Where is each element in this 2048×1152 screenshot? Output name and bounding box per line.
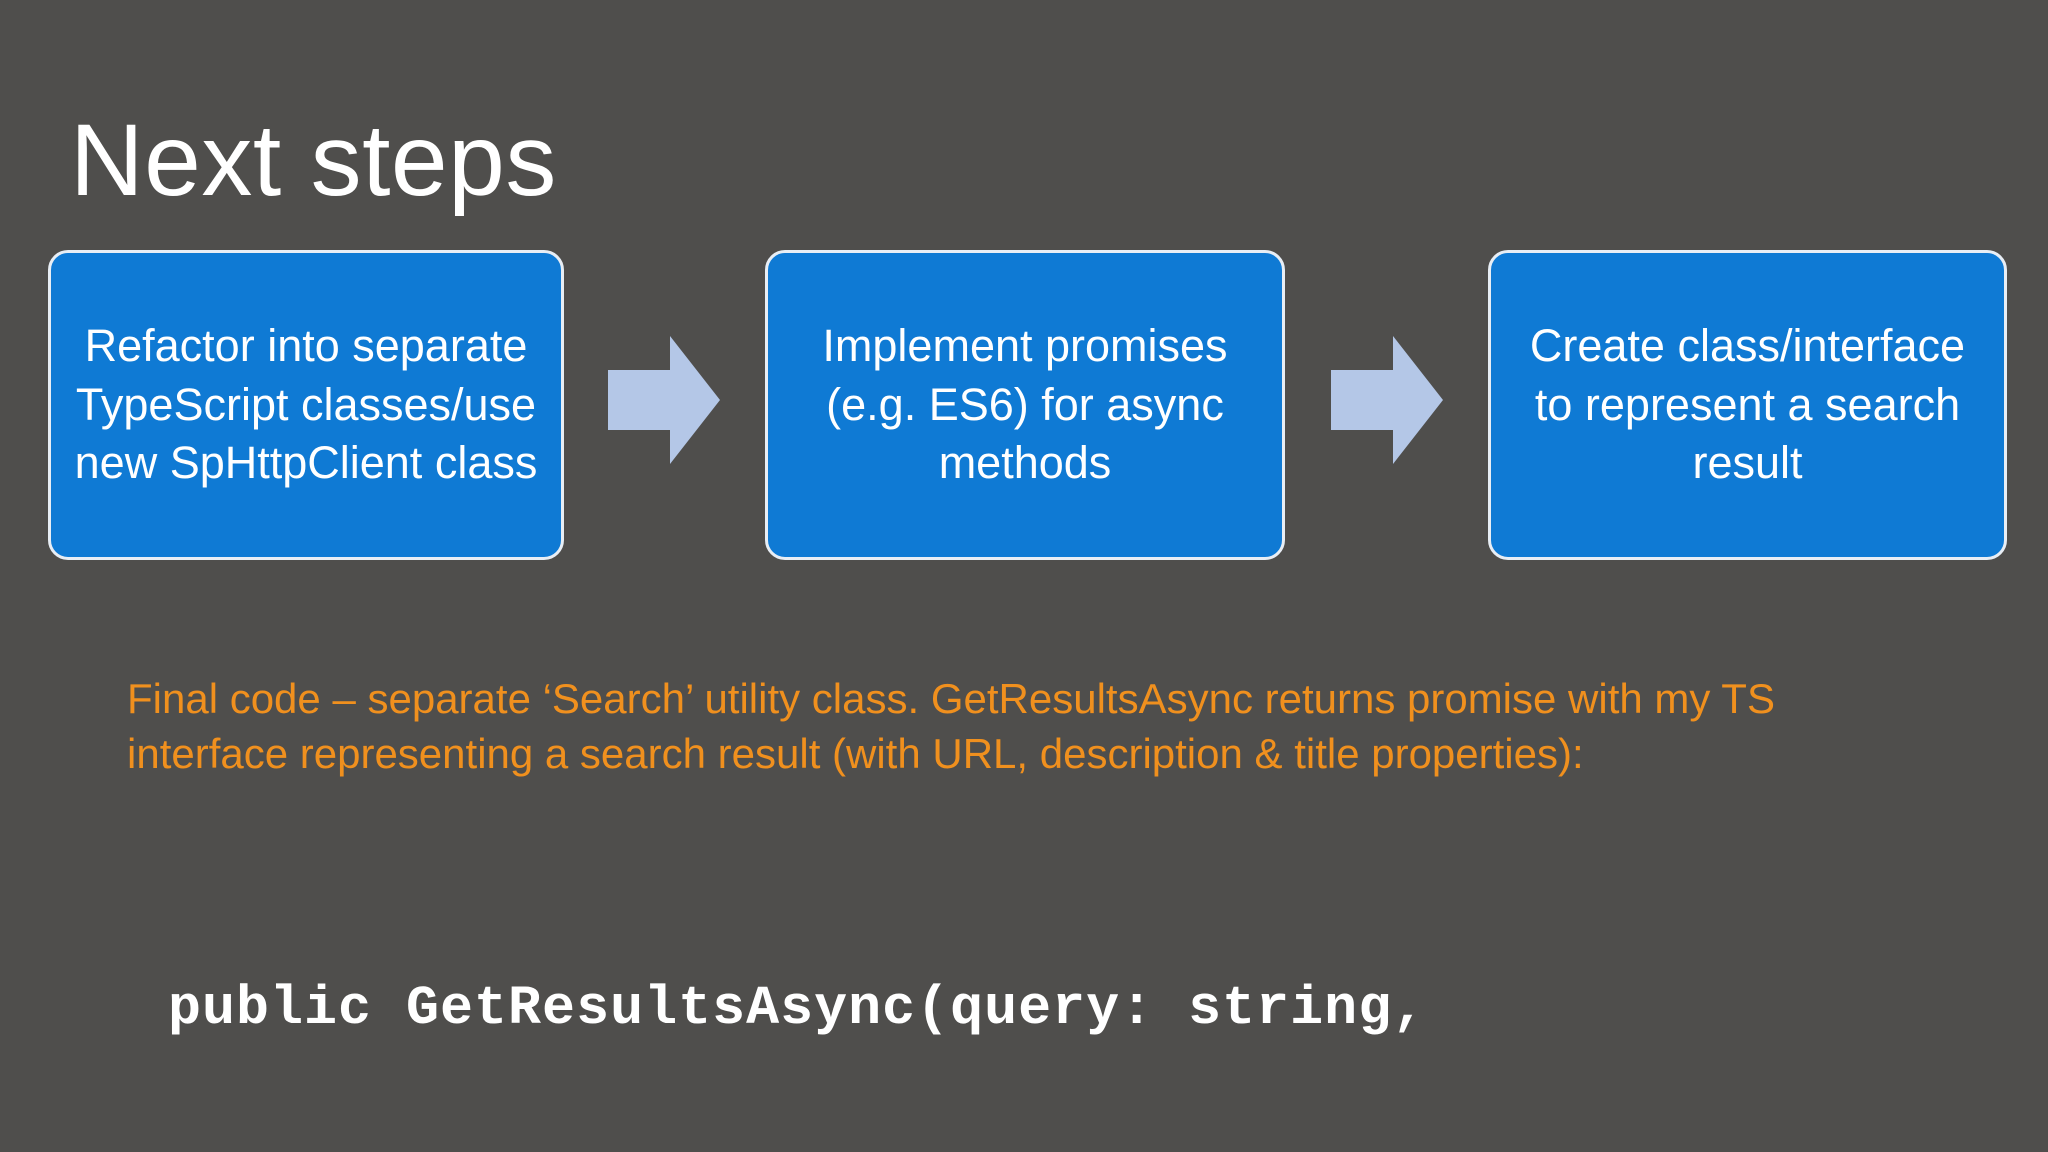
- flow-step-1-label: Refactor into separate TypeScript classe…: [74, 320, 538, 489]
- right-arrow-icon: [608, 336, 720, 464]
- flow-step-2[interactable]: Implement promises (e.g. ES6) for async …: [765, 250, 1285, 560]
- flow-step-1[interactable]: Refactor into separate TypeScript classe…: [48, 250, 564, 560]
- code-line-1: public GetResultsAsync(query: string,: [168, 977, 1427, 1041]
- page-title: Next steps: [70, 103, 557, 218]
- flow-step-3-label: Create class/interface to represent a se…: [1529, 320, 1966, 489]
- right-arrow-icon: [1331, 336, 1443, 464]
- flow-step-2-label: Implement promises (e.g. ES6) for async …: [822, 320, 1228, 489]
- process-flow-diagram: Refactor into separate TypeScript classe…: [0, 250, 2048, 562]
- code-snippet: public GetResultsAsync(query: string, ro…: [168, 855, 1968, 1152]
- flow-step-3[interactable]: Create class/interface to represent a se…: [1488, 250, 2007, 560]
- final-code-note: Final code – separate ‘Search’ utility c…: [127, 675, 1775, 777]
